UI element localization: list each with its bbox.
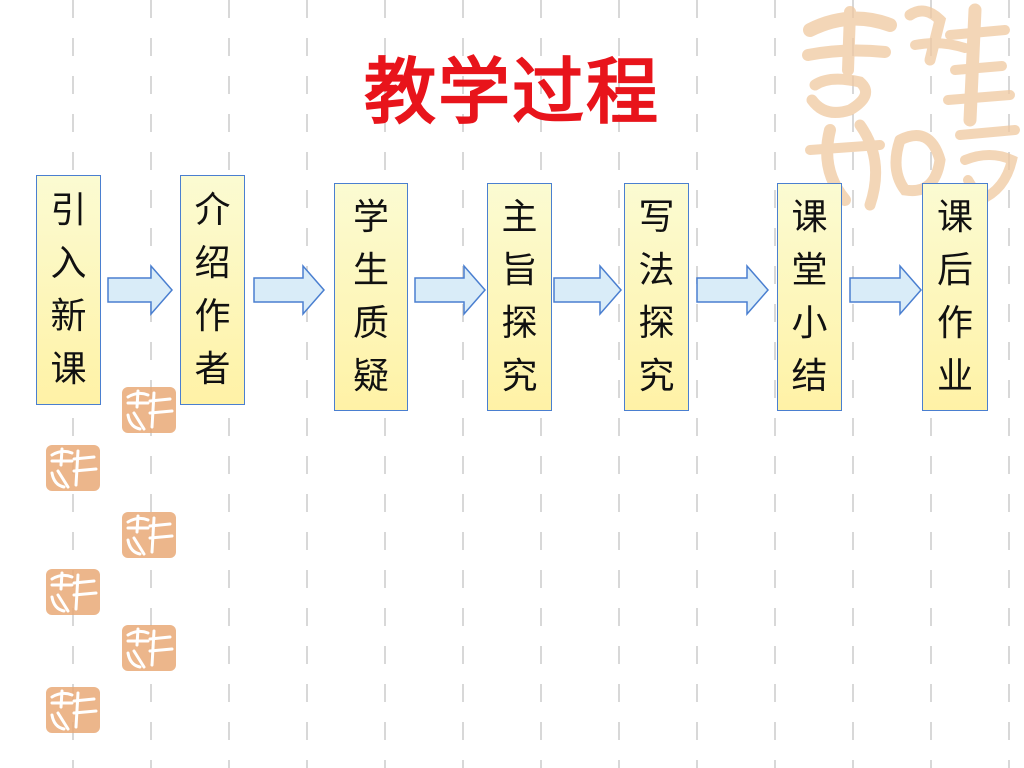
- flow-step-label: 学生质疑: [353, 191, 389, 403]
- flow-arrow-right-icon: [414, 264, 486, 316]
- flow-step-char: 堂: [791, 250, 828, 291]
- flow-step-label: 课堂小结: [791, 191, 827, 403]
- flow-step-label: 课后作业: [937, 191, 973, 403]
- flow-arrow-right-icon: [696, 264, 769, 316]
- seal-stamp-decoration: [122, 512, 176, 558]
- flow-step-char: 课: [50, 349, 87, 390]
- flow-step-char: 质: [352, 303, 389, 344]
- flow-step-char: 引: [50, 190, 87, 231]
- flow-step-introduce-author: 介绍作者: [180, 175, 245, 405]
- flow-step-char: 新: [50, 296, 87, 337]
- flow-step-char: 学: [352, 197, 389, 238]
- seal-stamp-decoration: [122, 625, 176, 671]
- flow-step-label: 主旨探究: [501, 191, 537, 403]
- flow-step-char: 作: [936, 303, 973, 344]
- flow-step-char: 疑: [352, 356, 389, 397]
- flow-step-char: 主: [501, 197, 538, 238]
- flow-step-char: 生: [352, 250, 389, 291]
- flow-arrow-right-icon: [253, 264, 325, 316]
- flow-arrow-right-icon: [553, 264, 622, 316]
- flow-step-homework: 课后作业: [922, 183, 988, 411]
- page-title: 教学过程: [363, 50, 660, 134]
- flow-step-char: 绍: [194, 243, 231, 284]
- flow-step-char: 业: [936, 356, 973, 397]
- flow-step-writing-inquiry: 写法探究: [624, 183, 689, 411]
- seal-stamp-decoration: [122, 387, 176, 433]
- flow-step-char: 介: [194, 190, 231, 231]
- flow-arrow-right-icon: [849, 264, 922, 316]
- flow-step-student-questions: 学生质疑: [334, 183, 408, 411]
- flow-step-char: 课: [791, 197, 828, 238]
- flow-arrow-right-icon: [107, 264, 173, 316]
- flow-step-char: 探: [638, 303, 675, 344]
- flow-step-intro-lesson: 引入新课: [36, 175, 101, 405]
- flow-step-char: 结: [791, 356, 828, 397]
- flow-step-char: 探: [501, 303, 538, 344]
- flow-step-char: 旨: [501, 250, 538, 291]
- flow-step-char: 法: [638, 250, 675, 291]
- flow-step-label: 写法探究: [638, 191, 674, 403]
- flow-step-label: 引入新课: [50, 184, 86, 396]
- flow-step-char: 作: [194, 296, 231, 337]
- seal-stamp-decoration: [46, 687, 100, 733]
- flow-step-theme-inquiry: 主旨探究: [487, 183, 552, 411]
- flow-step-label: 介绍作者: [194, 184, 230, 396]
- flow-step-char: 课: [936, 197, 973, 238]
- flow-step-char: 写: [638, 197, 675, 238]
- flow-step-char: 后: [936, 250, 973, 291]
- flow-step-class-summary: 课堂小结: [777, 183, 842, 411]
- flow-step-char: 小: [791, 303, 828, 344]
- flow-step-char: 者: [194, 349, 231, 390]
- flow-step-char: 究: [501, 356, 538, 397]
- flow-step-char: 入: [50, 243, 87, 284]
- seal-stamp-decoration: [46, 569, 100, 615]
- flow-step-char: 究: [638, 356, 675, 397]
- seal-stamp-decoration: [46, 445, 100, 491]
